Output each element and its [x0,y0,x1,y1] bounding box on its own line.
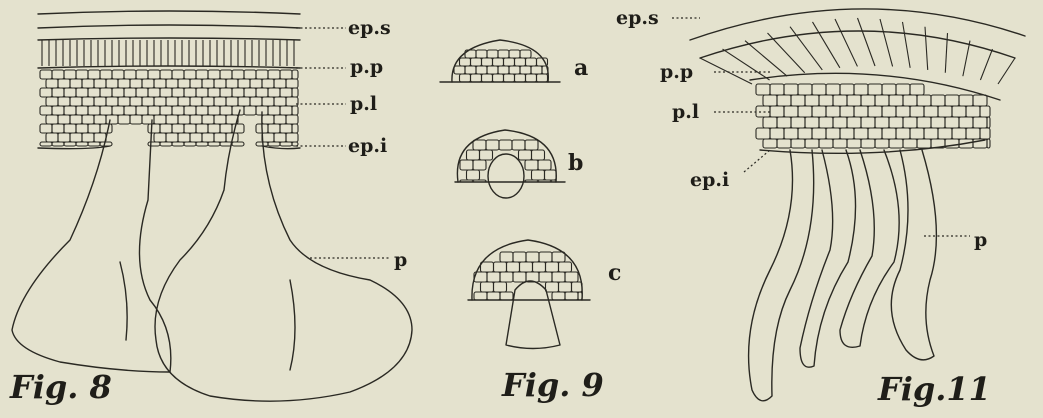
fig9-label-b: b [568,150,583,176]
fig11-label-p: p [974,229,987,251]
fig11-drawing [672,9,1025,401]
fig8-label-eps: ep.s [348,17,391,39]
fig8-label-pl: p.l [350,93,377,115]
fig8-label-pp: p.p [350,56,383,78]
fig8-caption: Fig. 8 [9,368,112,406]
fig11-caption: Fig.11 [877,370,991,408]
fig11-label-epi: ep.i [690,169,729,191]
fig11-label-eps: ep.s [616,7,659,29]
fig9-caption: Fig. 9 [501,366,604,404]
fig11-label-pp: p.p [660,61,693,83]
fig11-label-pl: p.l [672,101,699,123]
fig8-label-epi: ep.i [348,135,387,157]
fig9-label-c: c [608,260,621,286]
fig9-drawing [440,40,590,349]
fig8-label-p: p [394,249,407,271]
fig9-label-a: a [574,55,588,81]
